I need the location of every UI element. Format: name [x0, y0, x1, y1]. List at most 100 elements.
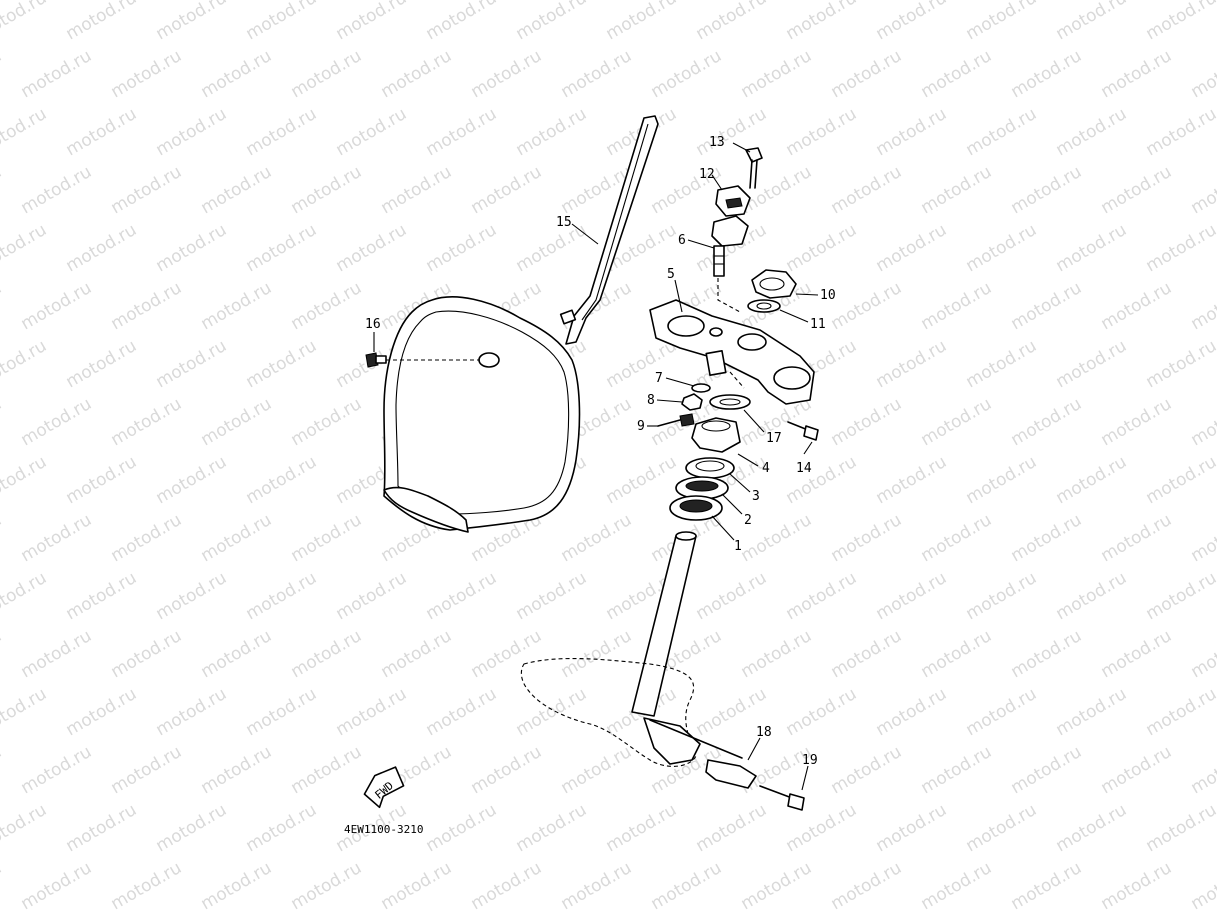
watermark-text: motod.ru [963, 452, 1041, 508]
watermark-text: motod.ru [1053, 104, 1131, 160]
watermark-text: motod.ru [873, 684, 951, 740]
watermark-text: motod.ru [603, 452, 681, 508]
watermark-text: motod.ru [1008, 742, 1086, 798]
watermark-text: motod.ru [333, 104, 411, 160]
watermark-text: motod.ru [198, 742, 276, 798]
watermark-text: motod.ru [0, 858, 5, 913]
watermark-text: motod.ru [63, 104, 141, 160]
watermark-text: motod.ru [1098, 162, 1176, 218]
callout-5: 5 [667, 267, 675, 282]
watermark-text: motod.ru [18, 394, 96, 450]
watermark-text: motod.ru [783, 104, 861, 160]
watermark-text: motod.ru [1008, 46, 1086, 102]
watermark-text: motod.ru [558, 510, 636, 566]
watermark-text: motod.ru [153, 568, 231, 624]
watermark-text: motod.ru [603, 336, 681, 392]
watermark-text: motod.ru [108, 858, 186, 913]
watermark-text: motod.ru [378, 46, 456, 102]
watermark-text: motod.ru [63, 800, 141, 856]
watermark-text: motod.ru [0, 104, 50, 160]
watermark-text: motod.ru [783, 452, 861, 508]
watermark-text: motod.ru [288, 46, 366, 102]
watermark-text: motod.ru [0, 394, 5, 450]
watermark-text: motod.ru [513, 568, 591, 624]
watermark-text: motod.ru [63, 220, 141, 276]
watermark-text: motod.ru [0, 0, 50, 44]
watermark-text: motod.ru [1143, 568, 1217, 624]
watermark-text: motod.ru [0, 626, 5, 682]
watermark-text: motod.ru [1008, 278, 1086, 334]
watermark-text: motod.ru [198, 162, 276, 218]
watermark-text: motod.ru [828, 742, 906, 798]
watermark-text: motod.ru [1143, 336, 1217, 392]
watermark-text: motod.ru [873, 452, 951, 508]
watermark-text: motod.ru [0, 162, 5, 218]
callout-19: 19 [802, 753, 818, 768]
watermark-text: motod.ru [603, 800, 681, 856]
watermark-text: motod.ru [1098, 858, 1176, 913]
watermark-text: motod.ru [333, 0, 411, 44]
watermark-text: motod.ru [1143, 220, 1217, 276]
callout-3: 3 [752, 489, 760, 504]
watermark-text: motod.ru [783, 568, 861, 624]
watermark-text: motod.ru [1008, 510, 1086, 566]
callout-6: 6 [678, 233, 686, 248]
watermark-text: motod.ru [153, 104, 231, 160]
watermark-text: motod.ru [1098, 278, 1176, 334]
watermark-text: motod.ru [1053, 0, 1131, 44]
watermark-text: motod.ru [198, 626, 276, 682]
watermark-text: motod.ru [243, 104, 321, 160]
watermark-text: motod.ru [1143, 0, 1217, 44]
watermark-text: motod.ru [423, 684, 501, 740]
callouts: 13 12 6 5 10 11 7 8 9 17 14 4 3 2 1 15 1… [365, 135, 836, 768]
watermark-text: motod.ru [513, 800, 591, 856]
watermark-text: motod.ru [558, 858, 636, 913]
watermark-text: motod.ru [828, 626, 906, 682]
watermark-text: motod.ru [963, 0, 1041, 44]
callout-18: 18 [756, 725, 772, 740]
watermark-text: motod.ru [1143, 800, 1217, 856]
watermark-text: motod.ru [108, 510, 186, 566]
watermark-text: motod.ru [288, 162, 366, 218]
watermark-text: motod.ru [0, 336, 50, 392]
watermark-text: motod.ru [198, 394, 276, 450]
watermark-text: motod.ru [918, 162, 996, 218]
watermark-text: motod.ru [63, 568, 141, 624]
watermark-text: motod.ru [378, 858, 456, 913]
watermark-text: motod.ru [1188, 46, 1217, 102]
watermark-text: motod.ru [108, 162, 186, 218]
watermark-text: motod.ru [738, 162, 816, 218]
watermark-text: motod.ru [963, 104, 1041, 160]
watermark-text: motod.ru [558, 626, 636, 682]
callout-12: 12 [699, 167, 715, 182]
watermark-text: motod.ru [513, 0, 591, 44]
watermark-text: motod.ru [1098, 46, 1176, 102]
callout-17: 17 [766, 431, 782, 446]
watermark-text: motod.ru [63, 0, 141, 44]
watermark-text: motod.ru [18, 278, 96, 334]
watermark-text: motod.ru [423, 104, 501, 160]
watermark-text: motod.ru [648, 46, 726, 102]
watermark-text: motod.ru [243, 568, 321, 624]
watermark-text: motod.ru [198, 858, 276, 913]
watermark-text: motod.ru [108, 278, 186, 334]
watermark-text: motod.ru [783, 0, 861, 44]
watermark-text: motod.ru [243, 220, 321, 276]
watermark-text: motod.ru [0, 684, 50, 740]
watermark-text: motod.ru [333, 684, 411, 740]
watermark-text: motod.ru [873, 800, 951, 856]
callout-8: 8 [647, 393, 655, 408]
watermark-text: motod.ru [108, 394, 186, 450]
bolt-16 [365, 352, 480, 368]
watermark-text: motod.ru [873, 220, 951, 276]
watermark-text: motod.ru [288, 510, 366, 566]
callout-7: 7 [655, 371, 663, 386]
watermark-text: motod.ru [918, 394, 996, 450]
watermark-text: motod.ru [0, 510, 5, 566]
watermark-text: motod.ru [378, 626, 456, 682]
watermark-text: motod.ru [1143, 684, 1217, 740]
watermark-text: motod.ru [288, 626, 366, 682]
watermark-text: motod.ru [468, 162, 546, 218]
watermark-text: motod.ru [18, 858, 96, 913]
